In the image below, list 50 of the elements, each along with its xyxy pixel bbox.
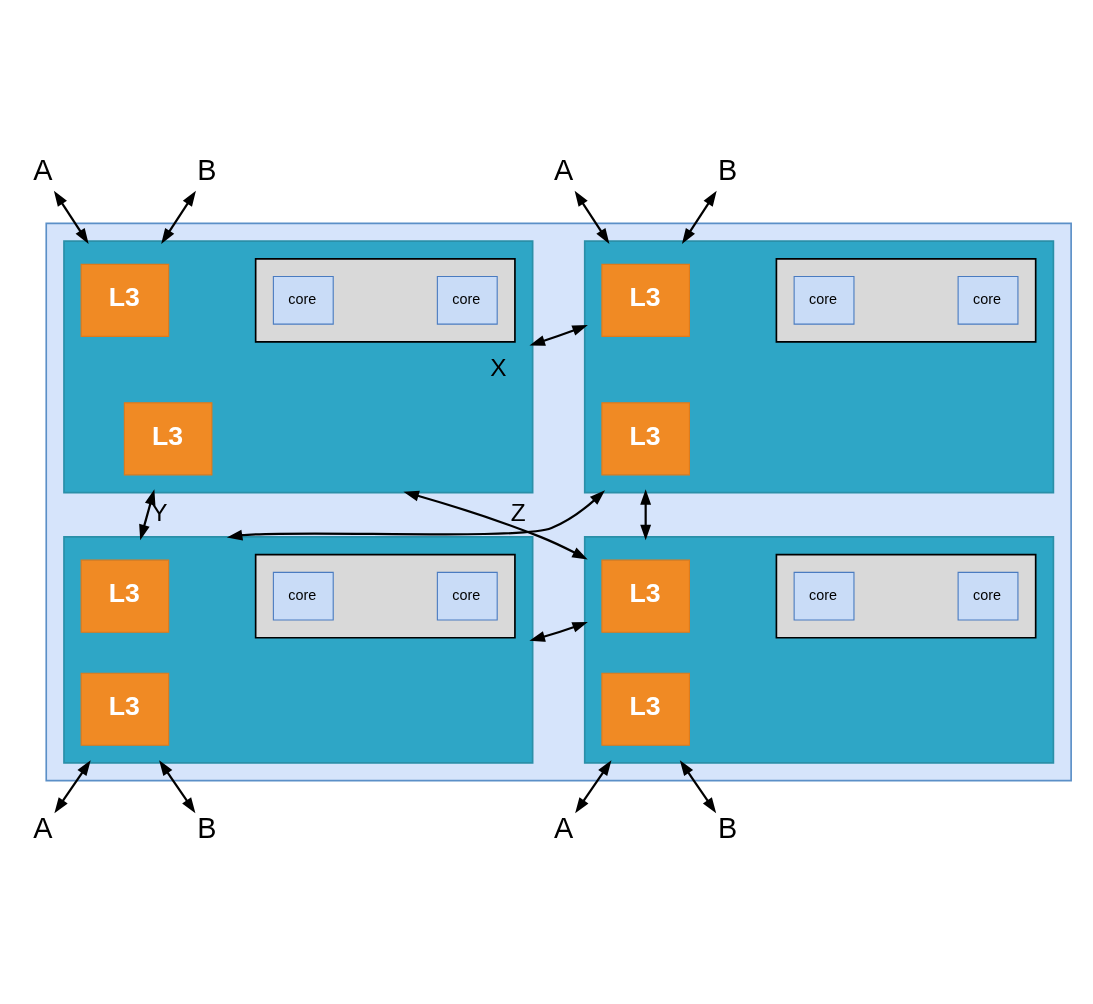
- node-box: core: [793, 571, 855, 621]
- arrow: [139, 489, 156, 541]
- cluster: [63, 240, 534, 494]
- node-box: L3: [601, 559, 690, 633]
- arrow: [529, 621, 588, 642]
- arrow: [53, 190, 89, 244]
- arrow: [574, 190, 610, 244]
- arrow: [54, 760, 91, 814]
- cluster: [775, 257, 1037, 343]
- arrow: [529, 325, 588, 346]
- node-text: A: [554, 153, 574, 186]
- node-box: L3: [80, 559, 170, 633]
- node-box: core: [436, 275, 498, 325]
- cluster: [45, 222, 1072, 782]
- edge-label: Z: [510, 498, 526, 526]
- cluster: [583, 240, 1055, 494]
- arrow: [640, 489, 652, 541]
- node-box: L3: [601, 672, 690, 746]
- arrow: [226, 490, 606, 541]
- node-box: core: [793, 275, 855, 325]
- node-box: core: [957, 275, 1019, 325]
- node-text: A: [33, 812, 53, 845]
- node-box: core: [436, 571, 498, 621]
- node-text: B: [718, 812, 738, 845]
- node-box: L3: [80, 263, 170, 337]
- node-text: B: [197, 153, 217, 186]
- node-box: L3: [601, 263, 690, 337]
- node-box: L3: [123, 402, 213, 476]
- node-text: B: [197, 812, 217, 845]
- node-box: L3: [601, 402, 690, 476]
- arrow: [161, 190, 196, 244]
- node-box: core: [272, 275, 334, 325]
- node-text: B: [718, 153, 738, 186]
- edge-label: Y: [151, 498, 168, 526]
- node-text: A: [554, 812, 574, 845]
- edge-label: X: [490, 353, 507, 381]
- arrow: [679, 760, 717, 814]
- arrow: [575, 760, 612, 814]
- node-text: A: [33, 153, 53, 186]
- node-box: core: [272, 571, 334, 621]
- arrow: [403, 490, 588, 560]
- cluster: [583, 536, 1055, 764]
- cluster: [775, 553, 1037, 639]
- arrow: [681, 190, 717, 244]
- arrow: [159, 760, 196, 814]
- node-box: core: [957, 571, 1019, 621]
- cluster: [63, 536, 534, 764]
- cluster: [254, 553, 516, 639]
- cluster: [254, 257, 516, 343]
- node-box: L3: [80, 672, 170, 746]
